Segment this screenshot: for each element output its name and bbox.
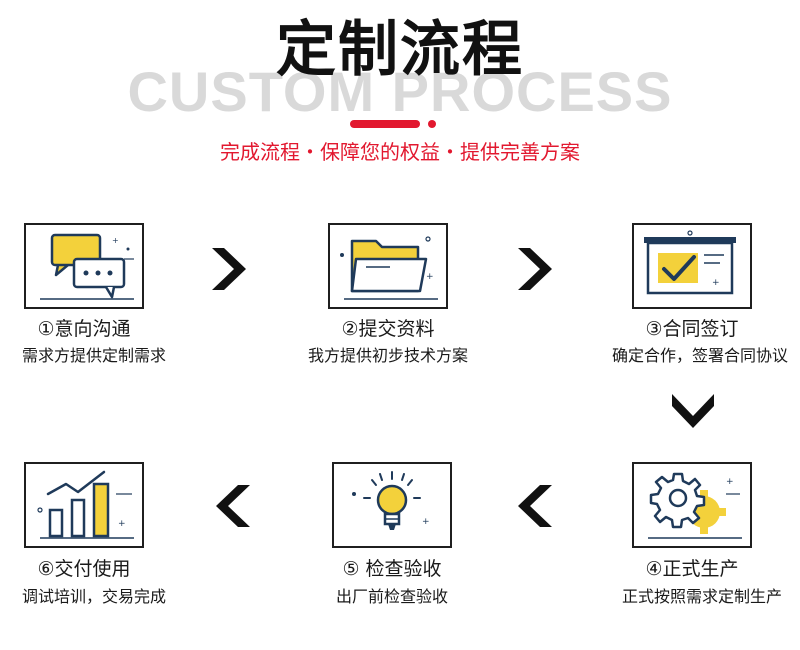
folder-icon: + — [340, 236, 438, 300]
step-6-icon-box: + — [24, 462, 144, 548]
decorative-bar — [350, 120, 420, 128]
background-english-title: CUSTOM PROCESS — [127, 60, 673, 123]
step-1-icon-box: + — [24, 223, 144, 309]
svg-text:+: + — [422, 517, 430, 527]
step-3-icon-box: + — [632, 223, 752, 309]
step-2-desc: 我方提供初步技术方案 — [307, 346, 468, 365]
page-subtitle: 完成流程・保障您的权益・提供完善方案 — [220, 140, 580, 164]
step-4-icon-box: + — [632, 462, 752, 548]
page-title: 定制流程 — [276, 15, 524, 85]
decorative-dot — [428, 120, 436, 128]
svg-text:+: + — [712, 278, 720, 288]
svg-text:+: + — [112, 236, 119, 245]
arrow-right-icon — [212, 248, 246, 290]
step-5-label: ⑤ 检查验收 — [342, 558, 442, 580]
step-5-icon-box: + — [332, 462, 452, 548]
step-3-label: ③合同签订 — [645, 318, 739, 340]
arrow-right-icon — [518, 248, 552, 290]
step-4-desc: 正式按照需求定制生产 — [621, 587, 782, 606]
bar-chart-icon: + — [37, 470, 134, 539]
step-1-label: ①意向沟通 — [37, 318, 131, 340]
svg-text:+: + — [118, 519, 126, 529]
step-3-desc: 确定合作，签署合同协议 — [611, 346, 788, 365]
contract-check-icon: + — [644, 230, 736, 295]
step-6-label: ⑥交付使用 — [37, 558, 131, 580]
arrow-down-icon — [672, 394, 714, 428]
arrow-left-icon — [518, 485, 552, 527]
arrow-left-icon — [216, 485, 250, 527]
chat-bubbles-icon: + — [40, 233, 134, 300]
step-5-desc: 出厂前检查验收 — [335, 587, 448, 606]
step-1-desc: 需求方提供定制需求 — [21, 346, 166, 365]
step-2-icon-box: + — [328, 223, 448, 309]
svg-text:+: + — [726, 477, 734, 487]
svg-text:+: + — [426, 272, 434, 282]
step-2-label: ②提交资料 — [341, 318, 435, 340]
lightbulb-icon: + — [352, 471, 430, 530]
step-6-desc: 调试培训，交易完成 — [21, 587, 166, 606]
gears-icon: + — [648, 472, 742, 539]
step-4-label: ④正式生产 — [645, 558, 739, 580]
